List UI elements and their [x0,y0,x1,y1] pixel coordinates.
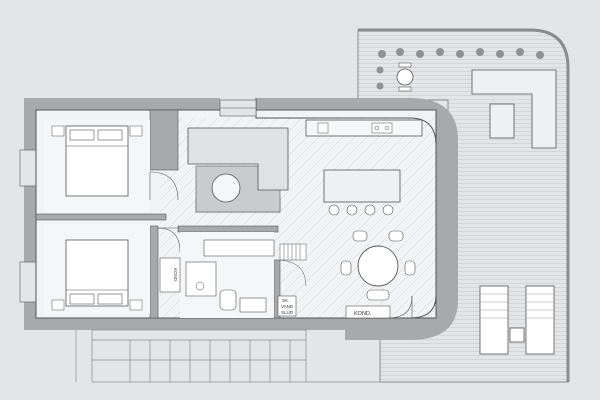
kond-living-label: KOND. [354,311,372,317]
stair-landing [279,243,307,287]
sk-label-line1: SK. [282,298,289,303]
exterior-stair [75,329,380,383]
sun-loungers [479,285,555,355]
planters [376,48,544,90]
sk-label-line2: VAND [281,304,294,309]
kond-bath-label: KOND. [173,268,178,282]
top-window [219,99,257,117]
bedroom-1 [44,120,179,212]
kitchen-island [323,169,401,216]
outdoor-table [396,62,414,92]
sk-label-line3: SLUD [281,310,294,315]
bathroom [159,232,275,318]
utility-niche [277,295,413,319]
kitchen-counter [305,119,423,137]
living-area [187,127,289,213]
outdoor-sofa [471,69,557,149]
exterior-walls [19,98,458,340]
dining-table [340,230,416,301]
bedroom-2 [44,224,181,314]
